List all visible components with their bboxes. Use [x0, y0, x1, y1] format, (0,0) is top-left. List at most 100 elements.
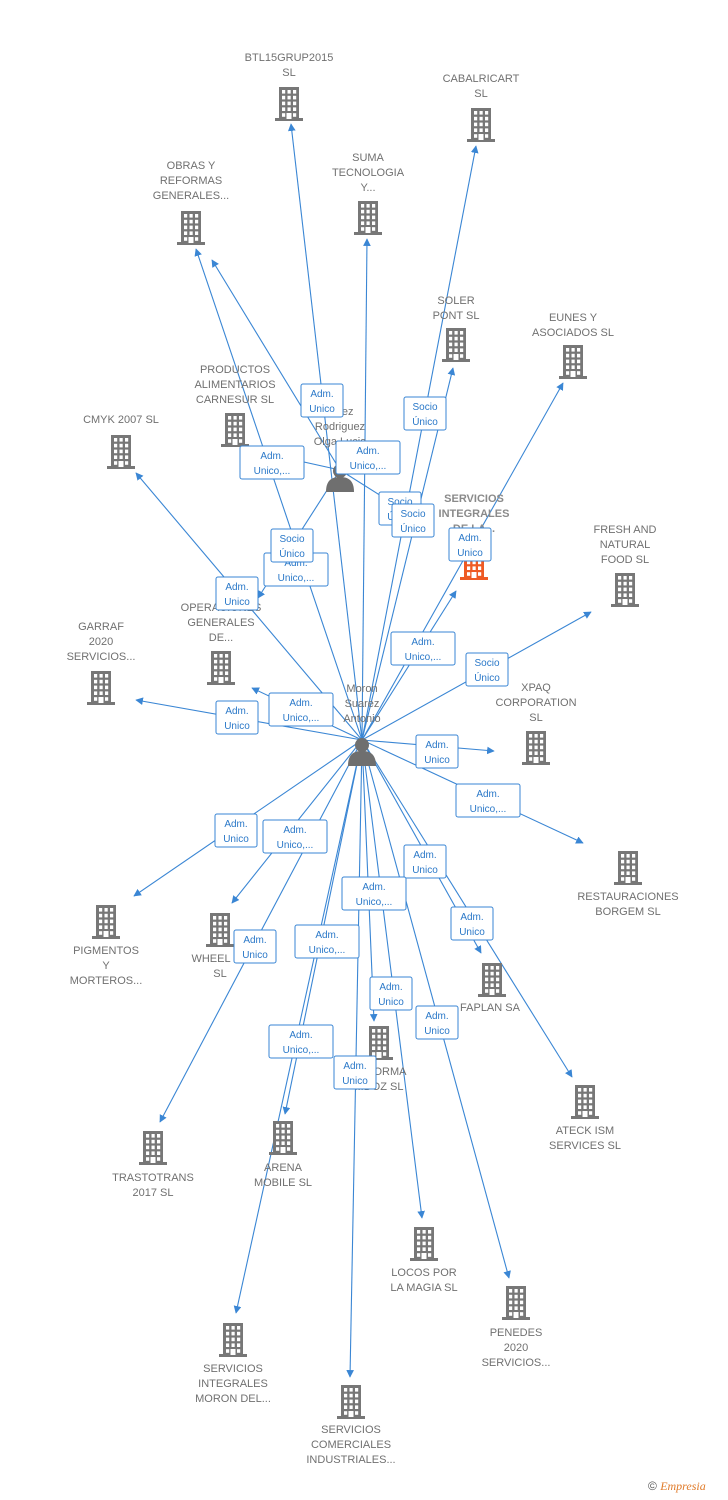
node-label-trastotrans: TRASTOTRANS 2017 SL [112, 1172, 194, 1199]
company-node-trastotrans[interactable]: TRASTOTRANS 2017 SL [112, 1131, 194, 1199]
relation-label-text: Unico,... [283, 713, 320, 724]
relation-label-text: Adm. [476, 789, 499, 800]
building-icon [87, 671, 115, 705]
person-icon [348, 738, 376, 766]
company-node-penedes[interactable]: PENEDES2020SERVICIOS... [482, 1286, 551, 1369]
node-label-line: SERVICIOS [321, 1424, 381, 1436]
node-label-line: TRASTOTRANS [112, 1172, 194, 1184]
building-icon [107, 435, 135, 469]
relation-label-moron-eunes[interactable]: Adm.Unico [448, 527, 492, 562]
node-label-line: BTL15GRUP2015 [245, 52, 334, 64]
relation-label-moron-wheel[interactable]: Adm.Unico,... [262, 819, 328, 854]
relation-label-moron-servint_moron[interactable]: Adm.Unico,... [294, 924, 360, 959]
node-label-line: ALIMENTARIOS [194, 379, 275, 391]
relation-label-moron-servcom[interactable]: Adm.Unico [333, 1055, 377, 1090]
company-node-cmyk[interactable]: CMYK 2007 SL [83, 414, 159, 469]
node-label-line: MOBILE SL [254, 1177, 312, 1189]
copyright-symbol: © [648, 1479, 657, 1493]
company-node-garraf[interactable]: GARRAF2020SERVICIOS... [67, 621, 136, 705]
relation-label-moron-cmyk[interactable]: Adm.Unico [215, 576, 259, 611]
company-node-obras[interactable]: OBRAS YREFORMASGENERALES... [153, 160, 229, 245]
relation-label-moron-arena[interactable]: Adm.Unico,... [268, 1024, 334, 1059]
relation-label-text: Único [474, 671, 500, 684]
relation-label-moron-operaciones[interactable]: Adm.Unico,... [268, 692, 334, 727]
relation-label-moron-xpaq[interactable]: Adm.Unico [415, 734, 459, 769]
relation-label-moron-penedes[interactable]: Adm.Unico [369, 976, 413, 1011]
relation-label-olga-productos[interactable]: Adm.Unico,... [335, 440, 401, 475]
relation-label-text: Unico [378, 997, 404, 1008]
company-node-pigmentos[interactable]: PIGMENTOSYMORTEROS... [70, 905, 143, 987]
relation-label-text: Adm. [225, 582, 248, 593]
relation-label-moron-faplan[interactable]: Adm.Unico [403, 844, 447, 879]
relation-label-text: Adm. [310, 389, 333, 400]
node-label-faplan: FAPLAN SA [460, 1002, 521, 1014]
relation-label-text: Unico [412, 865, 438, 876]
relation-label-text: Adm. [362, 882, 385, 893]
company-node-suma[interactable]: SUMATECNOLOGIAY... [332, 152, 405, 235]
node-label-line: SL [282, 67, 295, 79]
relation-label-moron-locos[interactable]: Adm.Unico,... [341, 876, 407, 911]
node-label-penedes: PENEDES2020SERVICIOS... [482, 1327, 551, 1369]
node-label-suma: SUMATECNOLOGIAY... [332, 152, 405, 194]
relation-label-text: Único [400, 522, 426, 535]
relation-label-moron-trastotrans[interactable]: Adm.Unico [233, 929, 277, 964]
node-label-line: SUMA [352, 152, 384, 164]
building-icon [522, 731, 550, 765]
node-label-line: SL [213, 968, 226, 980]
node-label-line: ASOCIADOS SL [532, 327, 614, 339]
relation-label-text: Unico [459, 927, 485, 938]
relation-label-moron-ateck[interactable]: Adm.Unico [450, 906, 494, 941]
relation-label-moron-servint_focus[interactable]: Adm.Unico,... [390, 631, 456, 666]
relation-label-moron-reforma[interactable]: Adm.Unico [415, 1005, 459, 1040]
relation-label-moron-pigmentos[interactable]: Adm.Unico [214, 813, 258, 848]
relation-label-moron-btl[interactable]: Adm.Unico [300, 383, 344, 418]
node-label-line: GENERALES... [153, 190, 229, 202]
node-label-line: MORTEROS... [70, 975, 143, 987]
relation-label-moron-garraf[interactable]: Adm.Unico [215, 700, 259, 735]
building-icon [502, 1286, 530, 1320]
relation-label-moron-restaur[interactable]: Adm.Unico,... [455, 783, 521, 818]
relation-label-text: Unico [457, 548, 483, 559]
relation-label-text: Unico,... [254, 466, 291, 477]
relation-label-text: Adm. [425, 740, 448, 751]
node-label-line: CABALRICART [443, 73, 520, 85]
node-label-line: 2017 SL [133, 1187, 174, 1199]
node-label-line: CORPORATION [495, 697, 576, 709]
relation-label-text: Adm. [225, 706, 248, 717]
node-label-garraf: GARRAF2020SERVICIOS... [67, 621, 136, 663]
relation-label-moron-obras[interactable]: Adm.Unico,... [239, 445, 305, 480]
company-node-servcom[interactable]: SERVICIOSCOMERCIALESINDUSTRIALES... [306, 1385, 396, 1466]
node-label-line: Y [102, 960, 110, 972]
building-icon [614, 851, 642, 885]
relation-label-text: Adm. [243, 935, 266, 946]
company-node-operaciones[interactable]: OPERACIONESGENERALESDE... [181, 602, 262, 685]
brand-logo[interactable]: Empresia [660, 1479, 706, 1493]
node-label-line: FOOD SL [601, 554, 649, 566]
company-node-faplan[interactable]: FAPLAN SA [460, 963, 521, 1014]
building-icon [269, 1121, 297, 1155]
node-label-line: INTEGRALES [439, 508, 510, 520]
node-label-line: OBRAS Y [167, 160, 216, 172]
